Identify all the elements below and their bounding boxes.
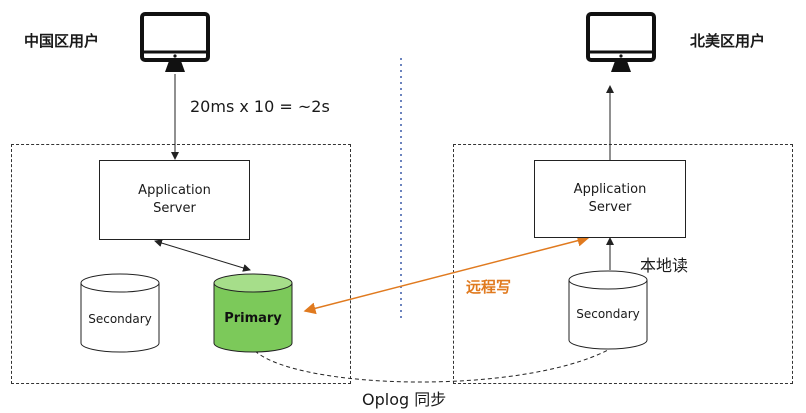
us-server-line2: Server (588, 200, 632, 215)
server-primary-arrow (154, 239, 251, 272)
china-application-server: Application Server (99, 160, 250, 240)
remote-write-label: 远程写 (466, 278, 512, 296)
china-primary-label: Primary (224, 311, 282, 326)
us-secondary-label: Secondary (576, 307, 640, 321)
us-server-line1: Application (573, 182, 647, 197)
us-application-server: Application Server (534, 160, 686, 238)
china-user-label: 中国区用户 (24, 32, 100, 50)
oplog-sync-label: Oplog 同步 (362, 390, 447, 409)
china-server-line1: Application (138, 183, 211, 198)
monitor-icon-china (140, 12, 210, 72)
china-secondary-label: Secondary (88, 312, 152, 326)
latency-note: 20ms x 10 = ~2s (190, 97, 330, 116)
monitor-icon-us (586, 12, 656, 72)
local-read-label: 本地读 (640, 256, 689, 275)
us-secondary-db (568, 270, 648, 350)
china-primary-db (213, 273, 293, 353)
china-secondary-db (80, 273, 160, 353)
china-server-line2: Server (153, 201, 196, 216)
us-user-label: 北美区用户 (690, 32, 766, 50)
oplog-sync-curve (254, 349, 609, 383)
remote-write-arrow (303, 234, 590, 315)
